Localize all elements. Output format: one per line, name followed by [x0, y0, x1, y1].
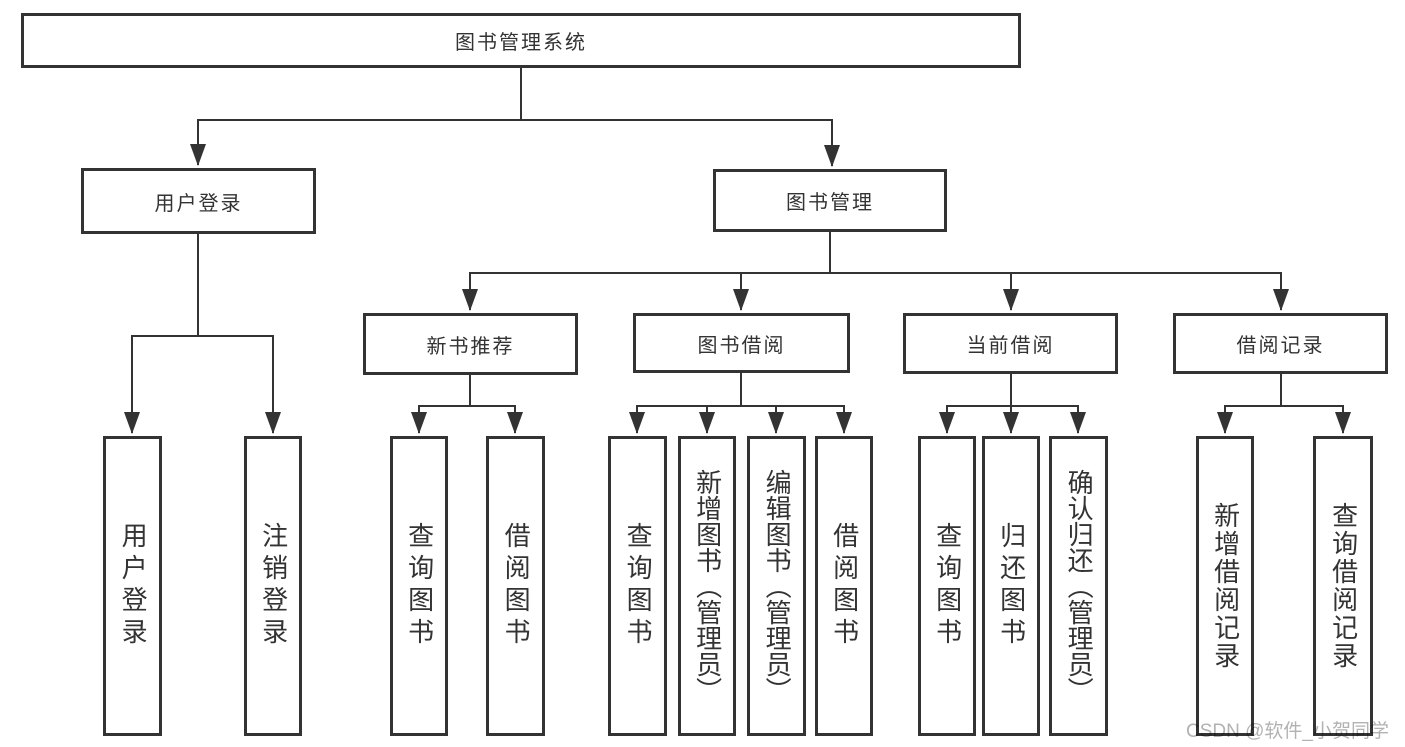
leaf-edit-book-admin: 编辑图书（管理员） — [747, 436, 806, 736]
node-root-label: 图书管理系统 — [455, 32, 587, 54]
leaf-query-borrow-record: 查询借阅记录 — [1313, 436, 1373, 736]
node-book-borrowing-label: 图书借阅 — [697, 334, 786, 357]
node-user-login-branch: 用户登录 — [81, 168, 316, 234]
leaf-user-login: 用户登录 — [103, 436, 162, 736]
leaf-return-books-label: 归还图书 — [996, 522, 1027, 650]
node-new-book-recommend: 新书推荐 — [363, 313, 578, 375]
leaf-confirm-return-admin-label: 确认归还（管理员） — [1064, 469, 1095, 703]
node-book-management-branch-label: 图书管理 — [786, 192, 874, 214]
leaf-borrow-query-books: 查询图书 — [608, 436, 667, 736]
leaf-current-query-books-label: 查询图书 — [932, 522, 963, 650]
leaf-newbooks-borrow-books: 借阅图书 — [486, 436, 545, 736]
node-book-borrowing: 图书借阅 — [633, 313, 850, 373]
leaf-add-borrow-record-label: 新增借阅记录 — [1210, 502, 1241, 670]
leaf-newbooks-query-books-label: 查询图书 — [404, 522, 435, 650]
leaf-logout: 注销登录 — [244, 436, 302, 736]
leaf-query-borrow-record-label: 查询借阅记录 — [1328, 502, 1359, 670]
leaf-borrow-query-books-label: 查询图书 — [623, 522, 654, 650]
node-borrow-records-label: 借阅记录 — [1236, 335, 1325, 357]
leaf-current-query-books: 查询图书 — [918, 436, 976, 736]
node-book-management-branch: 图书管理 — [713, 169, 947, 232]
csdn-watermark: CSDN @软件_小贺同学 — [1186, 721, 1389, 742]
leaf-add-book-admin-label: 新增图书（管理员） — [692, 469, 723, 703]
node-user-login-branch-label: 用户登录 — [154, 192, 243, 215]
leaf-logout-label: 注销登录 — [258, 522, 289, 650]
leaf-confirm-return-admin: 确认归还（管理员） — [1049, 436, 1108, 736]
leaf-user-login-label: 用户登录 — [118, 522, 149, 650]
node-new-book-recommend-label: 新书推荐 — [426, 335, 515, 358]
leaf-add-borrow-record: 新增借阅记录 — [1196, 436, 1254, 736]
node-root-library-system: 图书管理系统 — [21, 13, 1021, 68]
node-current-borrowing: 当前借阅 — [903, 313, 1118, 374]
leaf-borrow-borrow-books: 借阅图书 — [815, 436, 873, 736]
leaf-borrow-borrow-books-label: 借阅图书 — [829, 522, 860, 650]
leaf-newbooks-query-books: 查询图书 — [390, 436, 448, 736]
leaf-newbooks-borrow-books-label: 借阅图书 — [501, 522, 532, 650]
leaf-add-book-admin: 新增图书（管理员） — [678, 436, 736, 736]
leaf-edit-book-admin-label: 编辑图书（管理员） — [762, 469, 793, 703]
node-borrow-records: 借阅记录 — [1173, 313, 1388, 374]
leaf-return-books: 归还图书 — [982, 436, 1040, 736]
node-current-borrowing-label: 当前借阅 — [966, 335, 1055, 357]
